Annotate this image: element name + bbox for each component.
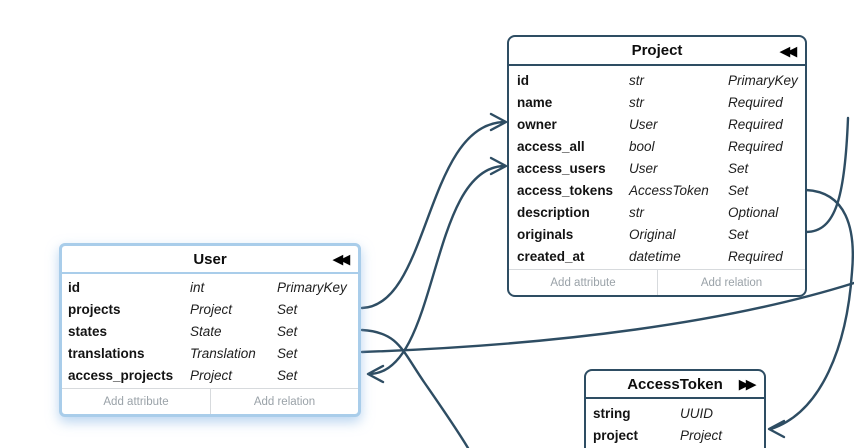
entity-table-project: Project ◀◀ id str PrimaryKey name str Re…	[507, 35, 807, 297]
attribute-row[interactable]: access_users User Set	[509, 157, 805, 179]
attribute-name: access_tokens	[517, 182, 614, 198]
attribute-modifier: Required	[728, 248, 783, 264]
attribute-name: created_at	[517, 248, 585, 264]
attribute-name: project	[593, 427, 639, 443]
attribute-type: Translation	[190, 345, 256, 361]
relation-arrowhead	[366, 364, 385, 384]
entity-table-user: User ◀◀ id int PrimaryKey projects Proje…	[59, 243, 361, 417]
attribute-type: Project	[190, 301, 233, 317]
add-relation-button[interactable]: Add relation	[210, 389, 358, 414]
attribute-row[interactable]: project Project	[586, 424, 764, 446]
relation-line-user-states-offscreen-bottom	[360, 328, 470, 448]
relation-line-user-projects-to-project-owner	[360, 120, 506, 310]
attribute-list: string UUID project Project	[586, 399, 764, 448]
attribute-modifier: PrimaryKey	[277, 279, 347, 295]
attribute-name: owner	[517, 116, 557, 132]
relation-arrowhead	[489, 112, 508, 132]
attribute-name: description	[517, 204, 590, 220]
attribute-row[interactable]: name str Required	[509, 91, 805, 113]
attribute-modifier: Required	[728, 116, 783, 132]
attribute-type: Original	[629, 226, 676, 242]
attribute-type: datetime	[629, 248, 681, 264]
attribute-row[interactable]: id int PrimaryKey	[62, 276, 358, 298]
entity-header-accesstoken[interactable]: AccessToken ▶▶	[586, 371, 764, 399]
attribute-modifier: Required	[728, 138, 783, 154]
attribute-row[interactable]: created_at datetime Required	[509, 245, 805, 267]
entity-footer: Add attribute Add relation	[509, 269, 805, 295]
add-attribute-button[interactable]: Add attribute	[62, 389, 210, 414]
attribute-row[interactable]: access_tokens AccessToken Set	[509, 179, 805, 201]
attribute-modifier: Set	[728, 182, 749, 198]
collapse-icon[interactable]: ◀◀	[333, 251, 350, 267]
relation-line-project-originals-offscreen-top-right	[804, 116, 850, 234]
attribute-modifier: Set	[277, 345, 298, 361]
relation-line-project-access_users-to-user-access_projects	[368, 164, 506, 376]
relation-arrowhead	[767, 419, 786, 439]
attribute-modifier: PrimaryKey	[728, 72, 798, 88]
attribute-name: states	[68, 323, 108, 339]
attribute-modifier: Optional	[728, 204, 779, 220]
attribute-type: State	[190, 323, 222, 339]
attribute-row[interactable]: states State Set	[62, 320, 358, 342]
expand-icon[interactable]: ▶▶	[739, 376, 756, 392]
entity-table-accesstoken: AccessToken ▶▶ string UUID project Proje…	[584, 369, 766, 448]
attribute-modifier: Set	[277, 323, 298, 339]
attribute-modifier: Set	[277, 301, 298, 317]
attribute-name: access_projects	[68, 367, 174, 383]
attribute-type: str	[629, 94, 644, 110]
attribute-row[interactable]: access_all bool Required	[509, 135, 805, 157]
attribute-row[interactable]: id str PrimaryKey	[509, 69, 805, 91]
add-attribute-button[interactable]: Add attribute	[509, 270, 657, 295]
attribute-type: UUID	[680, 405, 713, 421]
collapse-icon[interactable]: ◀◀	[780, 43, 797, 58]
attribute-modifier: Set	[277, 367, 298, 383]
attribute-row[interactable]: translations Translation Set	[62, 342, 358, 364]
attribute-type: AccessToken	[629, 182, 709, 198]
attribute-name: name	[517, 94, 553, 110]
attribute-type: User	[629, 116, 658, 132]
attribute-type: User	[629, 160, 658, 176]
add-relation-button[interactable]: Add relation	[657, 270, 805, 295]
attribute-row[interactable]: owner User Required	[509, 113, 805, 135]
relation-line-user-translations-offscreen-right	[360, 281, 854, 354]
attribute-name: translations	[68, 345, 145, 361]
attribute-type: Project	[680, 427, 723, 443]
attribute-name: access_all	[517, 138, 585, 154]
attribute-name: id	[68, 279, 80, 295]
attribute-list: id int PrimaryKey projects Project Set s…	[62, 274, 358, 388]
attribute-modifier: Required	[728, 94, 783, 110]
entity-title: AccessToken	[627, 375, 723, 393]
attribute-row[interactable]: description str Optional	[509, 201, 805, 223]
attribute-name: projects	[68, 301, 121, 317]
attribute-row[interactable]: string UUID	[586, 402, 764, 424]
attribute-name: access_users	[517, 160, 606, 176]
attribute-row[interactable]: originals Original Set	[509, 223, 805, 245]
relation-arrowhead	[489, 156, 508, 176]
attribute-type: bool	[629, 138, 655, 154]
attribute-row[interactable]: access_projects Project Set	[62, 364, 358, 386]
entity-header-project[interactable]: Project ◀◀	[509, 37, 805, 66]
attribute-list: id str PrimaryKey name str Required owne…	[509, 66, 805, 269]
entity-title: User	[193, 250, 227, 268]
attribute-type: str	[629, 72, 644, 88]
attribute-type: int	[190, 279, 205, 295]
attribute-type: str	[629, 204, 644, 220]
attribute-modifier: Set	[728, 226, 749, 242]
entity-header-user[interactable]: User ◀◀	[62, 246, 358, 274]
attribute-row[interactable]: projects Project Set	[62, 298, 358, 320]
attribute-type: Project	[190, 367, 233, 383]
attribute-modifier: Set	[728, 160, 749, 176]
attribute-name: originals	[517, 226, 574, 242]
attribute-name: id	[517, 72, 529, 88]
attribute-name: string	[593, 405, 631, 421]
entity-title: Project	[631, 42, 683, 59]
entity-footer: Add attribute Add relation	[62, 388, 358, 414]
